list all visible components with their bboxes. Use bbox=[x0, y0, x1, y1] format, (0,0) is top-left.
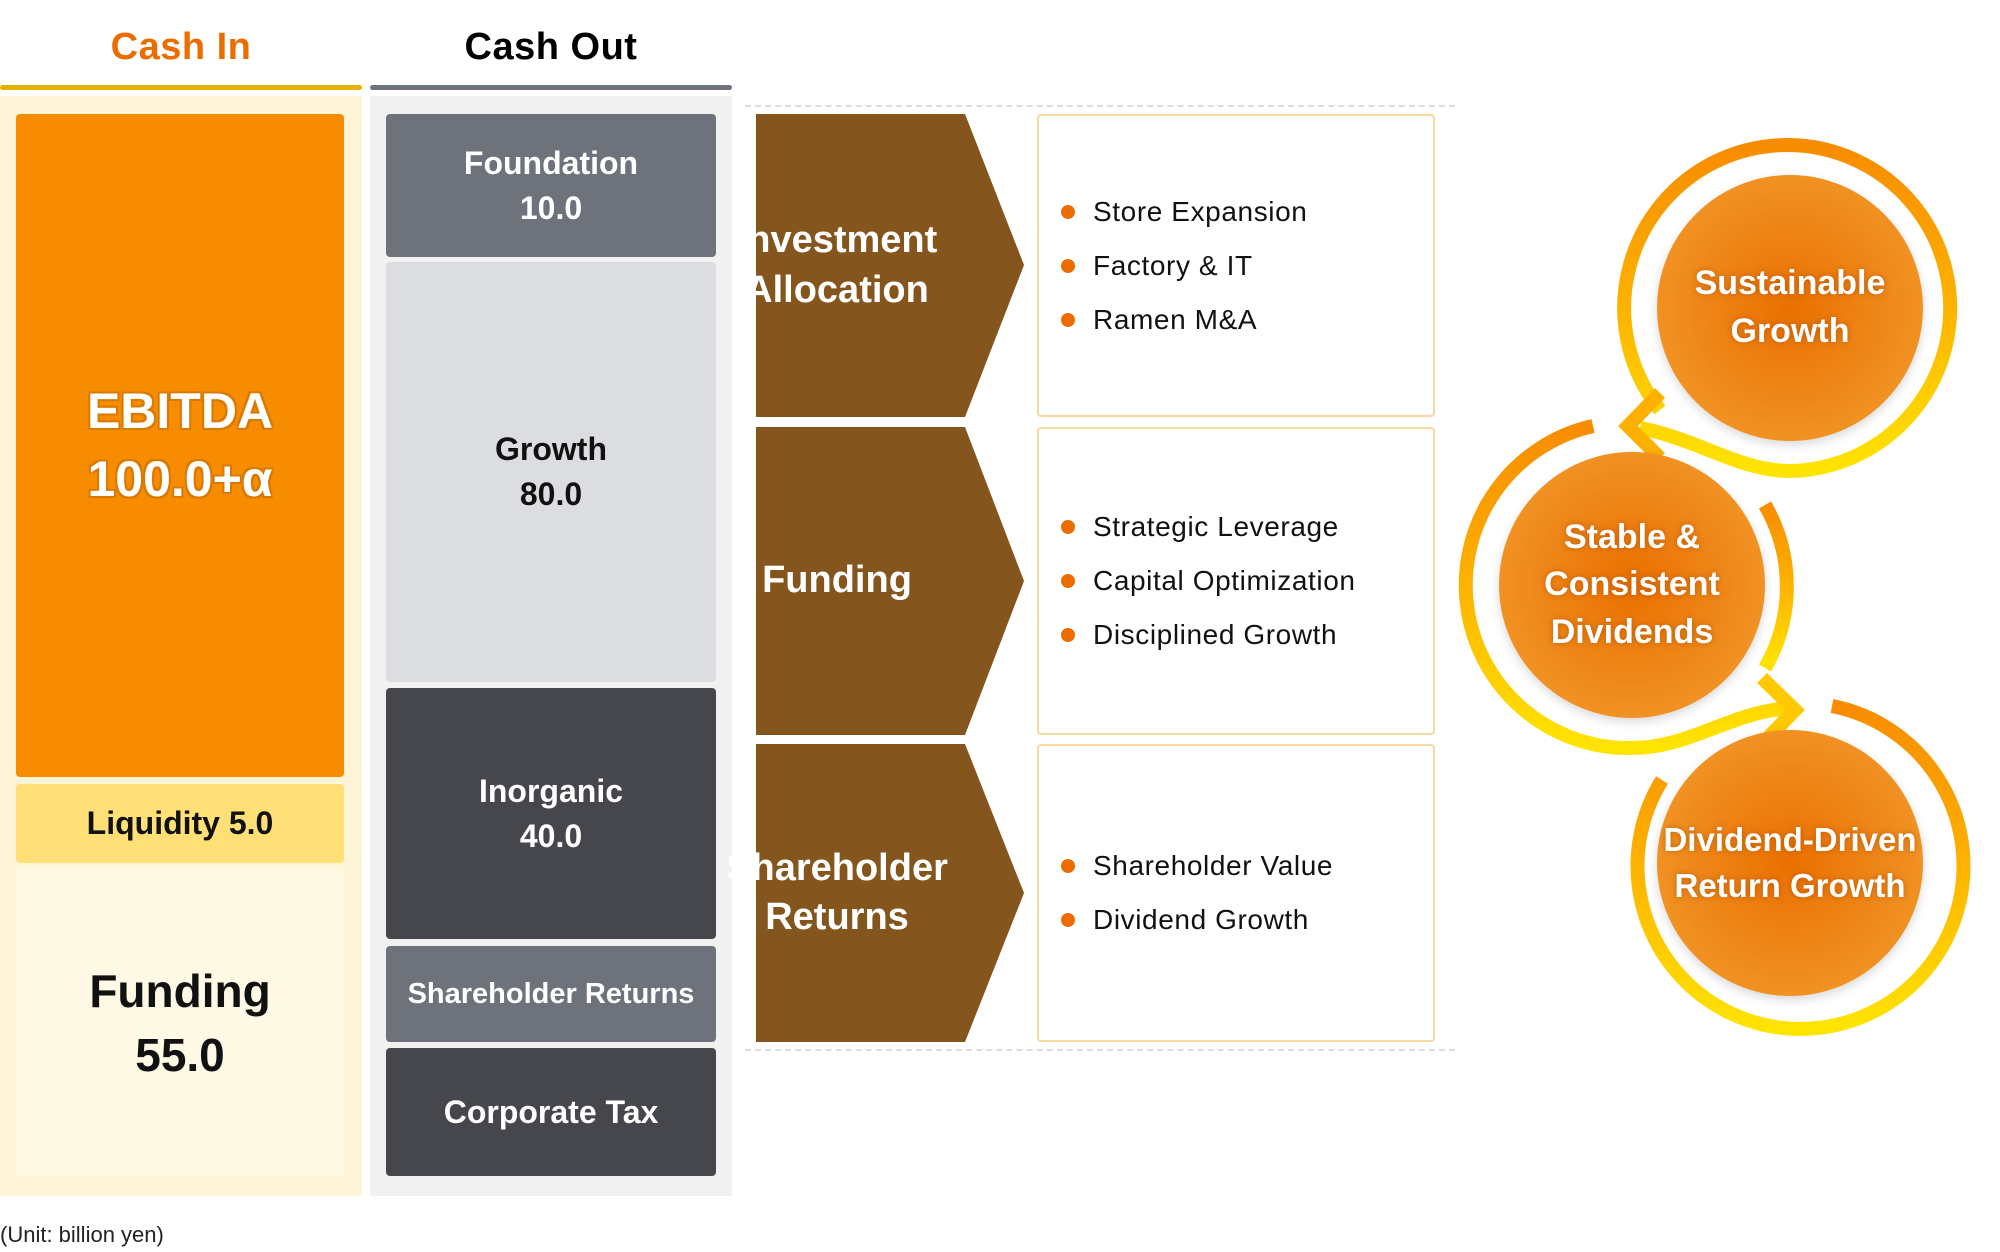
chevron-shape bbox=[756, 744, 1024, 1042]
list-item: Store Expansion bbox=[1061, 185, 1433, 239]
ring-bottom bbox=[1630, 699, 1971, 1036]
bullet-icon bbox=[1061, 574, 1075, 588]
node-text-line2: Return Growth bbox=[1674, 867, 1906, 904]
node-text-line3: Dividends bbox=[1550, 612, 1714, 651]
list-item-text: Strategic Leverage bbox=[1093, 511, 1339, 542]
policy-box-funding: Strategic Leverage Capital Optimization … bbox=[1037, 427, 1435, 735]
liquidity-label: Liquidity 5.0 bbox=[86, 805, 274, 842]
top-dashed-divider bbox=[745, 105, 1455, 107]
corporate-tax-block: Corporate Tax bbox=[386, 1048, 716, 1176]
policy-box-investment: Store Expansion Factory & IT Ramen M&A bbox=[1037, 114, 1435, 417]
list-item: Strategic Leverage bbox=[1061, 500, 1433, 554]
growth-value: 80.0 bbox=[519, 476, 583, 512]
chevron-shape bbox=[756, 427, 1024, 735]
list-item: Capital Optimization bbox=[1061, 554, 1433, 608]
chevron-title-line1: Shareholder bbox=[726, 846, 948, 889]
shareholder-returns-block: Shareholder Returns bbox=[386, 946, 716, 1042]
chevron-shareholder-returns: Shareholder Returns bbox=[726, 744, 1038, 1042]
bullet-icon bbox=[1061, 628, 1075, 642]
funding-block: Funding 55.0 bbox=[16, 870, 344, 1176]
bullet-icon bbox=[1061, 204, 1075, 219]
chevron-funding: Funding bbox=[756, 427, 1038, 735]
node-text-line1: Sustainable bbox=[1694, 264, 1886, 303]
node-text-line2: Consistent bbox=[1544, 565, 1720, 604]
corporate-tax-label: Corporate Tax bbox=[443, 1093, 659, 1130]
foundation-block: Foundation 10.0 bbox=[386, 114, 716, 257]
chevron-shape bbox=[756, 114, 1024, 417]
ebitda-label: EBITDA bbox=[86, 383, 274, 439]
inorganic-label: Inorganic bbox=[478, 772, 623, 809]
ring-middle-right bbox=[1758, 501, 1794, 672]
list-item-text: Capital Optimization bbox=[1093, 565, 1356, 596]
inorganic-value: 40.0 bbox=[519, 817, 583, 854]
growth-label: Growth bbox=[495, 431, 607, 468]
list-item-text: Disciplined Growth bbox=[1093, 619, 1338, 650]
funding-label: Funding bbox=[89, 964, 271, 1017]
bullet-icon bbox=[1061, 520, 1075, 534]
foundation-value: 10.0 bbox=[519, 189, 583, 226]
list-item-text: Ramen M&A bbox=[1093, 303, 1258, 335]
cash-in-underline bbox=[0, 85, 362, 90]
list-item-text: Dividend Growth bbox=[1093, 904, 1309, 935]
bottom-dashed-divider bbox=[745, 1049, 1455, 1051]
policy-box-shareholder: Shareholder Value Dividend Growth bbox=[1037, 744, 1435, 1042]
chevron-title-line1: Funding bbox=[762, 559, 912, 602]
ebitda-block: EBITDA 100.0+α bbox=[16, 114, 344, 777]
list-item: Dividend Growth bbox=[1061, 893, 1433, 947]
bullet-icon bbox=[1061, 859, 1075, 873]
chevron-investment-allocation: Investment Allocation bbox=[737, 114, 1038, 417]
list-item-text: Factory & IT bbox=[1093, 249, 1253, 281]
shareholder-returns-label: Shareholder Returns bbox=[407, 977, 695, 1010]
bullet-icon bbox=[1061, 913, 1075, 927]
funding-value: 55.0 bbox=[135, 1029, 225, 1081]
chevron-title-line2: Allocation bbox=[745, 268, 929, 311]
list-item: Factory & IT bbox=[1061, 239, 1433, 293]
ebitda-value: 100.0+α bbox=[87, 450, 273, 507]
list-item: Shareholder Value bbox=[1061, 839, 1433, 893]
cash-out-header: Cash Out bbox=[370, 0, 732, 90]
chevron-title-line1: Investment bbox=[736, 219, 938, 262]
node-text-line1: Dividend-Driven bbox=[1663, 820, 1917, 858]
growth-block: Growth 80.0 bbox=[386, 262, 716, 682]
arrow-head-left-icon bbox=[1618, 388, 1666, 463]
list-item-text: Store Expansion bbox=[1093, 195, 1308, 227]
liquidity-block: Liquidity 5.0 bbox=[16, 784, 344, 863]
list-item: Ramen M&A bbox=[1061, 293, 1433, 347]
ring-top bbox=[1617, 138, 1958, 479]
ring-middle-left bbox=[1458, 419, 1791, 756]
inorganic-block: Inorganic 40.0 bbox=[386, 688, 716, 939]
foundation-label: Foundation bbox=[463, 144, 639, 181]
cash-in-header: Cash In bbox=[0, 0, 362, 90]
cash-out-underline bbox=[370, 85, 732, 90]
unit-note: (Unit: billion yen) bbox=[0, 1222, 164, 1247]
list-item: Disciplined Growth bbox=[1061, 608, 1433, 662]
bullet-icon bbox=[1061, 258, 1075, 273]
chevron-title-line2: Returns bbox=[765, 896, 909, 938]
cash-out-title: Cash Out bbox=[464, 25, 638, 68]
cash-in-title: Cash In bbox=[110, 25, 252, 68]
node-text-line2: Growth bbox=[1730, 312, 1850, 350]
bullet-icon bbox=[1061, 312, 1075, 327]
node-text-line1: Stable & bbox=[1563, 517, 1701, 556]
list-item-text: Shareholder Value bbox=[1093, 850, 1334, 881]
